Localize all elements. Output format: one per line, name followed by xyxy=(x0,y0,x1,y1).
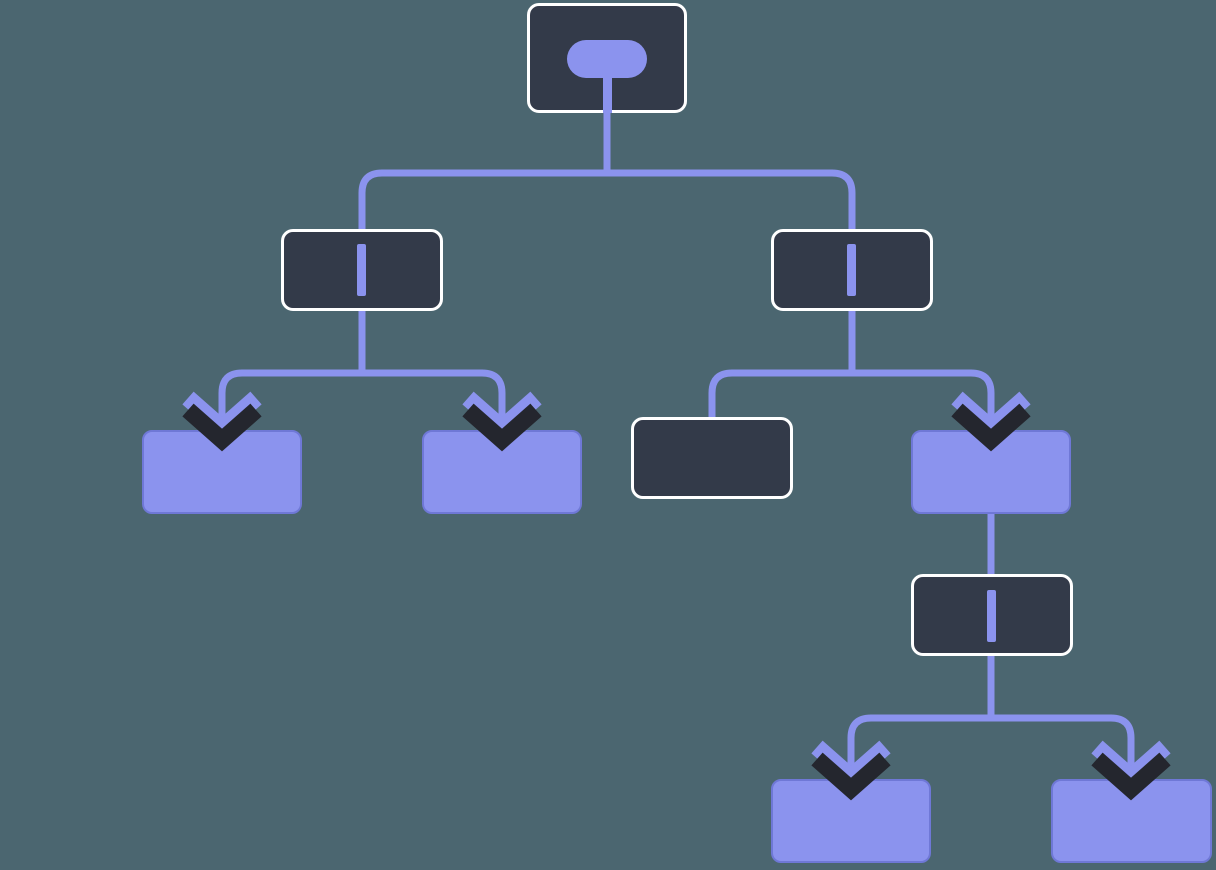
edge xyxy=(358,113,611,229)
node-l2-b[interactable] xyxy=(422,430,582,514)
node-l1-right[interactable] xyxy=(771,229,933,311)
node-l2-d[interactable] xyxy=(911,430,1071,514)
node-marker-caret xyxy=(357,244,366,296)
node-marker-stem xyxy=(603,70,612,113)
node-l4-b[interactable] xyxy=(1051,779,1212,863)
node-marker-caret xyxy=(847,244,856,296)
edge xyxy=(603,113,856,229)
node-l4-a[interactable] xyxy=(771,779,931,863)
edge xyxy=(708,296,856,417)
node-marker-caret xyxy=(987,590,996,642)
node-l2-c[interactable] xyxy=(631,417,793,499)
edge xyxy=(987,642,1135,779)
node-l2-a[interactable] xyxy=(142,430,302,514)
edge xyxy=(847,642,995,779)
